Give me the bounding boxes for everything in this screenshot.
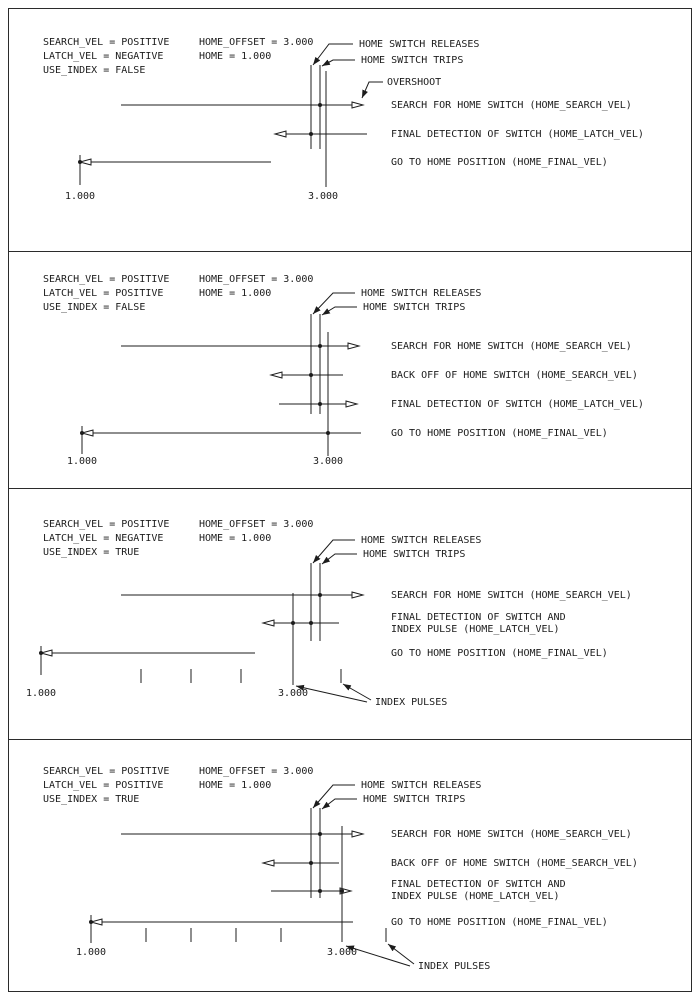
step-3-label: FINAL DETECTION OF SWITCH (HOME_LATCH_VE… (391, 399, 644, 410)
releases-leader-line (312, 539, 355, 564)
home-position-dot (39, 651, 43, 655)
callout-home-switch-releases: HOME SWITCH RELEASES (361, 288, 481, 299)
step-2-label: FINAL DETECTION OF SWITCH (HOME_LATCH_VE… (391, 129, 644, 140)
callout-home-switch-releases: HOME SWITCH RELEASES (359, 39, 479, 50)
step-2-label-line-1: FINAL DETECTION OF SWITCH AND (391, 612, 566, 623)
switch-release-point-dot (309, 373, 313, 377)
latch-detect-point-dot (318, 402, 322, 406)
offset-cross-dot (326, 431, 330, 435)
index-pulses-label: INDEX PULSES (375, 697, 447, 708)
step-2-label: BACK OFF OF HOME SWITCH (HOME_SEARCH_VEL… (391, 858, 638, 869)
panel-3: SEARCH_VEL = POSITIVE LATCH_VEL = NEGATI… (9, 489, 691, 740)
trips-leader-line (321, 306, 357, 316)
param-use-index: USE_INDEX = FALSE (43, 65, 145, 76)
param-latch-vel: LATCH_VEL = POSITIVE (43, 288, 163, 299)
trips-leader-line (321, 59, 355, 67)
param-search-vel: SEARCH_VEL = POSITIVE (43, 766, 169, 777)
panel-1: SEARCH_VEL = POSITIVE LATCH_VEL = NEGATI… (9, 9, 691, 252)
panel-3-diagram: SEARCH_VEL = POSITIVE LATCH_VEL = NEGATI… (26, 519, 632, 708)
param-use-index: USE_INDEX = TRUE (43, 794, 139, 805)
switch-trip-point-dot (318, 832, 322, 836)
switch-release-point-dot (309, 132, 313, 136)
param-home-offset: HOME_OFFSET = 3.000 (199, 274, 313, 285)
step-3-label-line-2: INDEX PULSE (HOME_LATCH_VEL) (391, 891, 560, 902)
switch-trip-point-dot (318, 103, 322, 107)
param-home: HOME = 1.000 (199, 533, 271, 544)
axis-home-label: 1.000 (76, 947, 106, 958)
param-latch-vel: LATCH_VEL = NEGATIVE (43, 51, 163, 62)
callout-home-switch-trips: HOME SWITCH TRIPS (361, 55, 463, 66)
switch-release-point-dot (309, 861, 313, 865)
switch-trip-point-dot (318, 593, 322, 597)
callout-home-switch-trips: HOME SWITCH TRIPS (363, 549, 465, 560)
param-use-index: USE_INDEX = FALSE (43, 302, 145, 313)
panel-2-diagram: SEARCH_VEL = POSITIVE LATCH_VEL = POSITI… (43, 274, 644, 467)
callout-overshoot: OVERSHOOT (387, 77, 441, 88)
index-pulses-leader-line (387, 943, 415, 965)
step-1-label: SEARCH FOR HOME SWITCH (HOME_SEARCH_VEL) (391, 590, 632, 601)
index-detect-point-dot (340, 889, 344, 893)
callout-home-switch-releases: HOME SWITCH RELEASES (361, 780, 481, 791)
panel-1-diagram: SEARCH_VEL = POSITIVE LATCH_VEL = NEGATI… (43, 37, 644, 202)
latch-detect-point-dot (318, 889, 322, 893)
param-search-vel: SEARCH_VEL = POSITIVE (43, 274, 169, 285)
axis-offset-label: 3.000 (313, 456, 343, 467)
step-3-label: GO TO HOME POSITION (HOME_FINAL_VEL) (391, 648, 608, 659)
step-3-label-line-1: FINAL DETECTION OF SWITCH AND (391, 879, 566, 890)
releases-leader-line (312, 43, 353, 66)
axis-home-label: 1.000 (65, 191, 95, 202)
step-1-label: SEARCH FOR HOME SWITCH (HOME_SEARCH_VEL) (391, 100, 632, 111)
releases-leader-line (312, 292, 355, 315)
param-home-offset: HOME_OFFSET = 3.000 (199, 766, 313, 777)
param-use-index: USE_INDEX = TRUE (43, 547, 139, 558)
param-search-vel: SEARCH_VEL = POSITIVE (43, 37, 169, 48)
param-home: HOME = 1.000 (199, 780, 271, 791)
param-home: HOME = 1.000 (199, 288, 271, 299)
index-pulses-leader-line (295, 684, 368, 703)
callout-home-switch-releases: HOME SWITCH RELEASES (361, 535, 481, 546)
axis-home-label: 1.000 (26, 688, 56, 699)
param-search-vel: SEARCH_VEL = POSITIVE (43, 519, 169, 530)
overshoot-leader-line (361, 81, 383, 99)
step-2-label-line-2: INDEX PULSE (HOME_LATCH_VEL) (391, 624, 560, 635)
home-position-dot (80, 431, 84, 435)
step-1-label: SEARCH FOR HOME SWITCH (HOME_SEARCH_VEL) (391, 829, 632, 840)
callout-home-switch-trips: HOME SWITCH TRIPS (363, 794, 465, 805)
callout-home-switch-trips: HOME SWITCH TRIPS (363, 302, 465, 313)
param-home-offset: HOME_OFFSET = 3.000 (199, 37, 313, 48)
home-position-dot (78, 160, 82, 164)
step-2-label: BACK OFF OF HOME SWITCH (HOME_SEARCH_VEL… (391, 370, 638, 381)
switch-trip-point-dot (318, 344, 322, 348)
index-pulses-leader-line (342, 683, 372, 701)
axis-home-label: 1.000 (67, 456, 97, 467)
index-detect-point-dot (291, 621, 295, 625)
trips-leader-line (321, 553, 357, 565)
step-3-label: GO TO HOME POSITION (HOME_FINAL_VEL) (391, 157, 608, 168)
index-pulses-leader-line (345, 945, 411, 967)
step-4-label: GO TO HOME POSITION (HOME_FINAL_VEL) (391, 917, 608, 928)
param-latch-vel: LATCH_VEL = POSITIVE (43, 780, 163, 791)
panel-4-diagram: SEARCH_VEL = POSITIVE LATCH_VEL = POSITI… (43, 766, 638, 972)
param-latch-vel: LATCH_VEL = NEGATIVE (43, 533, 163, 544)
step-1-label: SEARCH FOR HOME SWITCH (HOME_SEARCH_VEL) (391, 341, 632, 352)
trips-leader-line (321, 798, 357, 810)
axis-offset-label: 3.000 (327, 947, 357, 958)
step-4-label: GO TO HOME POSITION (HOME_FINAL_VEL) (391, 428, 608, 439)
param-home: HOME = 1.000 (199, 51, 271, 62)
param-home-offset: HOME_OFFSET = 3.000 (199, 519, 313, 530)
outer-border-frame: SEARCH_VEL = POSITIVE LATCH_VEL = NEGATI… (8, 8, 692, 992)
index-pulses-label: INDEX PULSES (418, 961, 490, 972)
home-position-dot (89, 920, 93, 924)
axis-offset-label: 3.000 (308, 191, 338, 202)
panel-2: SEARCH_VEL = POSITIVE LATCH_VEL = POSITI… (9, 252, 691, 489)
releases-leader-line (312, 784, 355, 809)
switch-release-point-dot (309, 621, 313, 625)
panel-4: SEARCH_VEL = POSITIVE LATCH_VEL = POSITI… (9, 740, 691, 991)
axis-offset-label: 3.000 (278, 688, 308, 699)
